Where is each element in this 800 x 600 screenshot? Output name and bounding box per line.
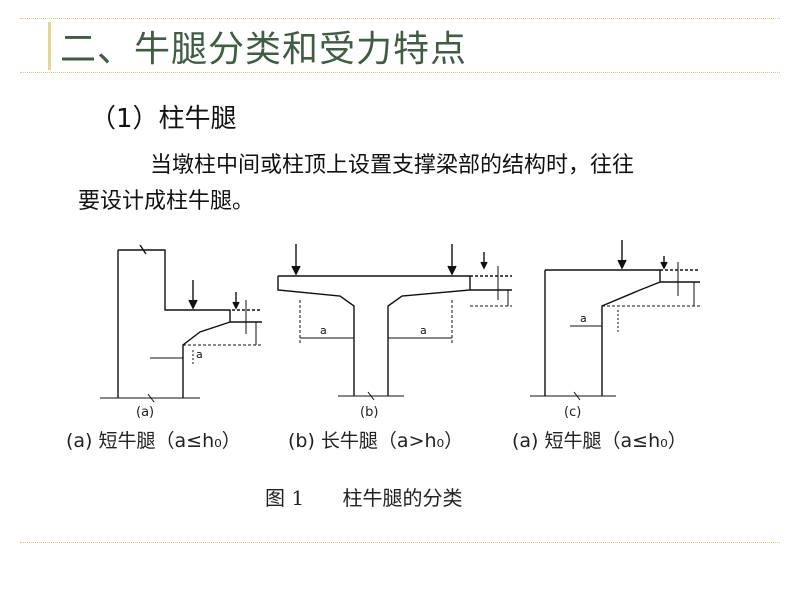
panel-label-a: (a)	[136, 405, 154, 420]
panel-label-b: (b)	[360, 405, 378, 420]
top-border	[20, 18, 780, 19]
title-underline	[20, 72, 780, 73]
dim-label-a-3: a	[420, 324, 427, 337]
caption-b: (b) 长牛腿（a>h₀）	[288, 430, 464, 452]
panel-label-c: (c)	[564, 405, 581, 420]
corbel-b-drawing	[277, 244, 512, 401]
title-accent-bar	[48, 22, 51, 70]
paragraph-line-1: 当墩柱中间或柱顶上设置支撑梁部的结构时，往往	[150, 153, 635, 178]
dim-label-a-4: a	[580, 312, 587, 325]
caption-c: (a) 短牛腿（a≤h₀）	[512, 430, 687, 452]
figure-title: 柱牛腿的分类	[342, 486, 463, 510]
paragraph-line-2: 要设计成柱牛腿。	[78, 189, 255, 214]
subtitle: （1）柱牛腿	[90, 104, 237, 134]
figure-number: 图 1	[265, 486, 305, 510]
caption-a: (a) 短牛腿（a≤h₀）	[66, 430, 241, 452]
slide-title: 二、牛腿分类和受力特点	[60, 29, 468, 70]
corbel-c-drawing	[530, 240, 700, 401]
bottom-border	[20, 542, 780, 543]
dim-label-a-2: a	[320, 324, 327, 337]
corbel-a-drawing	[100, 244, 262, 403]
description-paragraph: 当墩柱中间或柱顶上设置支撑梁部的结构时，往往 要设计成柱牛腿。	[70, 148, 750, 220]
figure-caption: 图 1 柱牛腿的分类	[265, 482, 462, 511]
dim-label-a-1: a	[196, 348, 203, 361]
